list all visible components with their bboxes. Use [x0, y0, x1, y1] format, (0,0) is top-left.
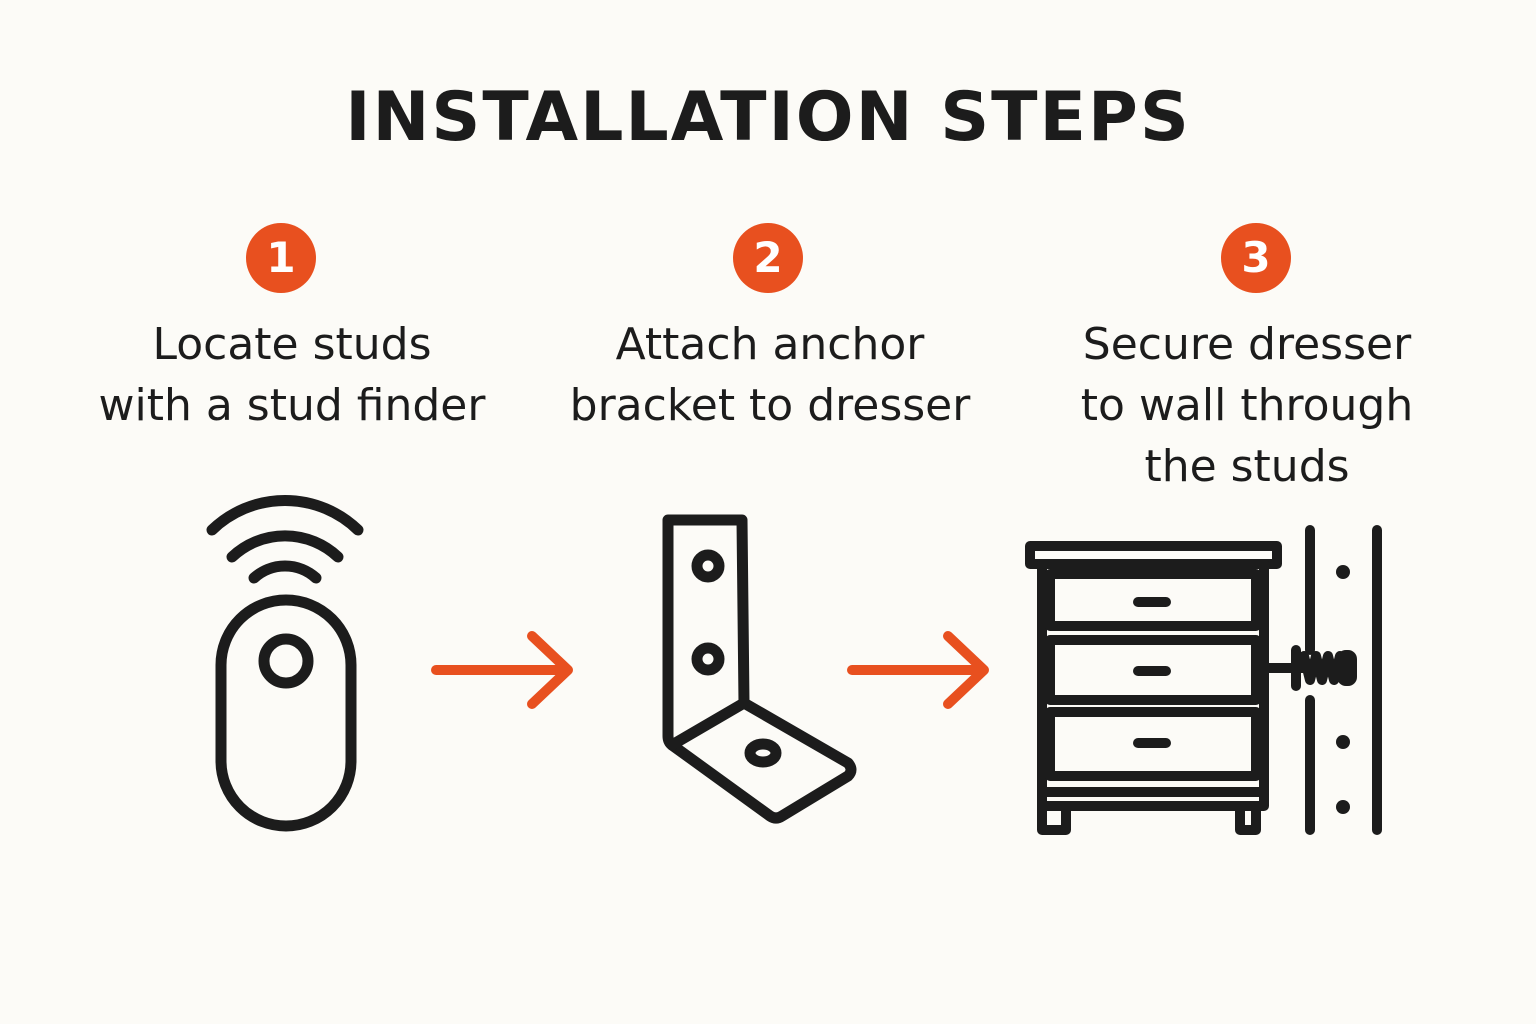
- step-3-label-line-1: Secure dresser: [1082, 319, 1412, 370]
- step-2-label: Attach anchor bracket to dresser: [540, 314, 1000, 436]
- step-3-label-line-3: the studs: [1144, 441, 1350, 492]
- step-1-label-line-1: Locate studs: [152, 319, 432, 370]
- step-3-label: Secure dresser to wall through the studs: [1017, 314, 1477, 497]
- step-2-number-badge: 2: [733, 223, 803, 293]
- step-1-number-badge: 1: [246, 223, 316, 293]
- step-2-label-line-2: bracket to dresser: [569, 380, 971, 431]
- arrow-right-icon: [431, 631, 573, 709]
- step-2-label-line-1: Attach anchor: [615, 319, 925, 370]
- stud-finder-icon: [206, 495, 364, 832]
- step-1-label-line-2: with a stud finder: [98, 380, 486, 431]
- stud-marker-dots: [1336, 565, 1350, 814]
- step-3-label-line-2: to wall through: [1080, 380, 1414, 431]
- arrow-right-icon: [847, 631, 989, 709]
- dresser-wall-anchor-icon: [1025, 525, 1382, 835]
- page-title: INSTALLATION STEPS: [345, 78, 1191, 157]
- step-3-number-badge: 3: [1221, 223, 1291, 293]
- l-bracket-icon: [662, 514, 857, 824]
- step-1-label: Locate studs with a stud finder: [62, 314, 522, 436]
